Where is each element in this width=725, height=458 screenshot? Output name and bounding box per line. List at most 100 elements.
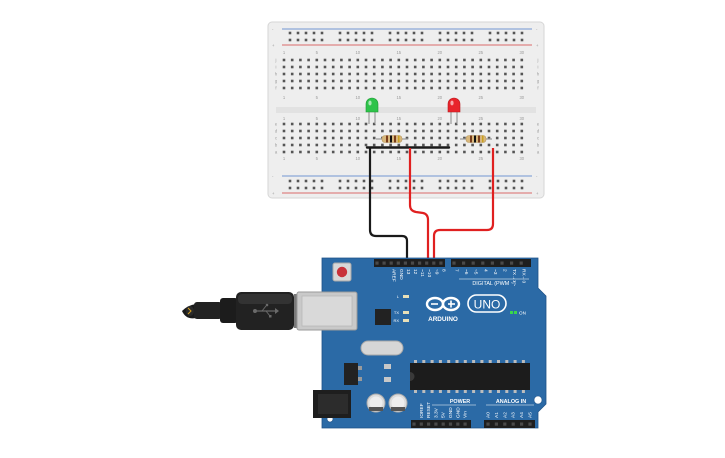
breadboard-hole[interactable]	[315, 129, 319, 133]
rail-hole[interactable]	[346, 31, 350, 35]
rail-hole[interactable]	[488, 179, 492, 183]
rail-hole[interactable]	[312, 186, 316, 190]
breadboard-hole[interactable]	[299, 122, 302, 126]
rail-hole[interactable]	[496, 38, 500, 42]
usb-cable[interactable]	[182, 292, 304, 330]
breadboard-hole[interactable]	[430, 79, 433, 83]
breadboard-hole[interactable]	[299, 136, 302, 140]
breadboard-hole[interactable]	[520, 122, 524, 126]
breadboard-hole[interactable]	[381, 129, 384, 133]
rail-hole[interactable]	[512, 38, 516, 42]
header-pin[interactable]	[419, 422, 423, 426]
breadboard-hole[interactable]	[438, 129, 442, 133]
rail-hole[interactable]	[454, 179, 458, 183]
breadboard-hole[interactable]	[282, 65, 286, 69]
header-pin[interactable]	[456, 422, 460, 426]
rail-hole[interactable]	[388, 31, 392, 35]
breadboard-hole[interactable]	[405, 150, 409, 154]
breadboard-hole[interactable]	[487, 65, 491, 69]
rail-hole[interactable]	[520, 179, 524, 183]
rail-hole[interactable]	[446, 186, 450, 190]
rail-hole[interactable]	[504, 186, 508, 190]
breadboard-hole[interactable]	[340, 150, 343, 154]
breadboard-hole[interactable]	[463, 65, 466, 69]
breadboard-hole[interactable]	[364, 150, 368, 154]
breadboard-hole[interactable]	[446, 86, 450, 90]
rail-hole[interactable]	[512, 31, 516, 35]
breadboard-hole[interactable]	[340, 143, 343, 147]
breadboard-hole[interactable]	[299, 86, 302, 90]
breadboard-hole[interactable]	[487, 72, 491, 76]
breadboard-hole[interactable]	[471, 122, 474, 126]
breadboard-hole[interactable]	[504, 72, 507, 76]
breadboard-hole[interactable]	[495, 65, 499, 69]
breadboard-hole[interactable]	[331, 58, 335, 62]
breadboard-hole[interactable]	[487, 129, 491, 133]
breadboard-hole[interactable]	[282, 150, 286, 154]
breadboard-hole[interactable]	[487, 143, 491, 147]
breadboard-hole[interactable]	[381, 143, 384, 147]
breadboard-hole[interactable]	[504, 58, 507, 62]
header-pin[interactable]	[462, 261, 466, 265]
breadboard-hole[interactable]	[520, 79, 524, 83]
breadboard-hole[interactable]	[520, 143, 524, 147]
breadboard-hole[interactable]	[340, 79, 343, 83]
header-pin[interactable]	[441, 422, 445, 426]
header-pin[interactable]	[403, 261, 407, 265]
rail-hole[interactable]	[454, 31, 458, 35]
breadboard-hole[interactable]	[454, 72, 458, 76]
header-pin[interactable]	[486, 422, 490, 426]
breadboard-hole[interactable]	[512, 129, 515, 133]
rail-hole[interactable]	[420, 179, 424, 183]
breadboard-hole[interactable]	[471, 129, 474, 133]
breadboard-hole[interactable]	[348, 136, 351, 140]
breadboard-hole[interactable]	[299, 58, 302, 62]
breadboard-hole[interactable]	[364, 86, 368, 90]
breadboard-hole[interactable]	[282, 129, 286, 133]
rail-hole[interactable]	[488, 38, 492, 42]
rail-hole[interactable]	[304, 31, 308, 35]
rail-hole[interactable]	[462, 179, 466, 183]
breadboard-hole[interactable]	[340, 72, 343, 76]
breadboard-hole[interactable]	[463, 136, 466, 140]
led-green[interactable]	[365, 97, 379, 124]
rail-hole[interactable]	[462, 186, 466, 190]
breadboard-hole[interactable]	[323, 122, 327, 126]
breadboard-hole[interactable]	[495, 86, 499, 90]
breadboard-hole[interactable]	[430, 143, 433, 147]
rail-hole[interactable]	[354, 31, 358, 35]
rail-hole[interactable]	[312, 31, 316, 35]
breadboard-hole[interactable]	[356, 72, 360, 76]
header-pin[interactable]	[520, 422, 524, 426]
rail-hole[interactable]	[504, 31, 508, 35]
breadboard-hole[interactable]	[463, 150, 466, 154]
breadboard-hole[interactable]	[405, 72, 409, 76]
breadboard-hole[interactable]	[364, 72, 368, 76]
header-pin[interactable]	[412, 422, 416, 426]
breadboard-hole[interactable]	[331, 122, 335, 126]
rail-hole[interactable]	[354, 186, 358, 190]
rail-hole[interactable]	[320, 179, 324, 183]
rail-hole[interactable]	[370, 186, 374, 190]
rail-hole[interactable]	[520, 31, 524, 35]
breadboard-hole[interactable]	[389, 86, 392, 90]
rail-hole[interactable]	[362, 38, 366, 42]
rail-hole[interactable]	[520, 38, 524, 42]
breadboard-hole[interactable]	[364, 65, 368, 69]
header-pin[interactable]	[500, 261, 504, 265]
breadboard-hole[interactable]	[438, 122, 442, 126]
breadboard-hole[interactable]	[331, 150, 335, 154]
rail-hole[interactable]	[438, 38, 442, 42]
rail-hole[interactable]	[404, 38, 408, 42]
header-pin[interactable]	[389, 261, 393, 265]
breadboard-hole[interactable]	[381, 79, 384, 83]
breadboard-hole[interactable]	[290, 58, 294, 62]
breadboard-hole[interactable]	[471, 65, 474, 69]
breadboard-hole[interactable]	[520, 150, 524, 154]
rail-hole[interactable]	[388, 38, 392, 42]
breadboard-hole[interactable]	[512, 72, 515, 76]
breadboard-hole[interactable]	[348, 58, 351, 62]
rail-hole[interactable]	[496, 31, 500, 35]
breadboard-hole[interactable]	[438, 65, 442, 69]
breadboard-hole[interactable]	[471, 79, 474, 83]
